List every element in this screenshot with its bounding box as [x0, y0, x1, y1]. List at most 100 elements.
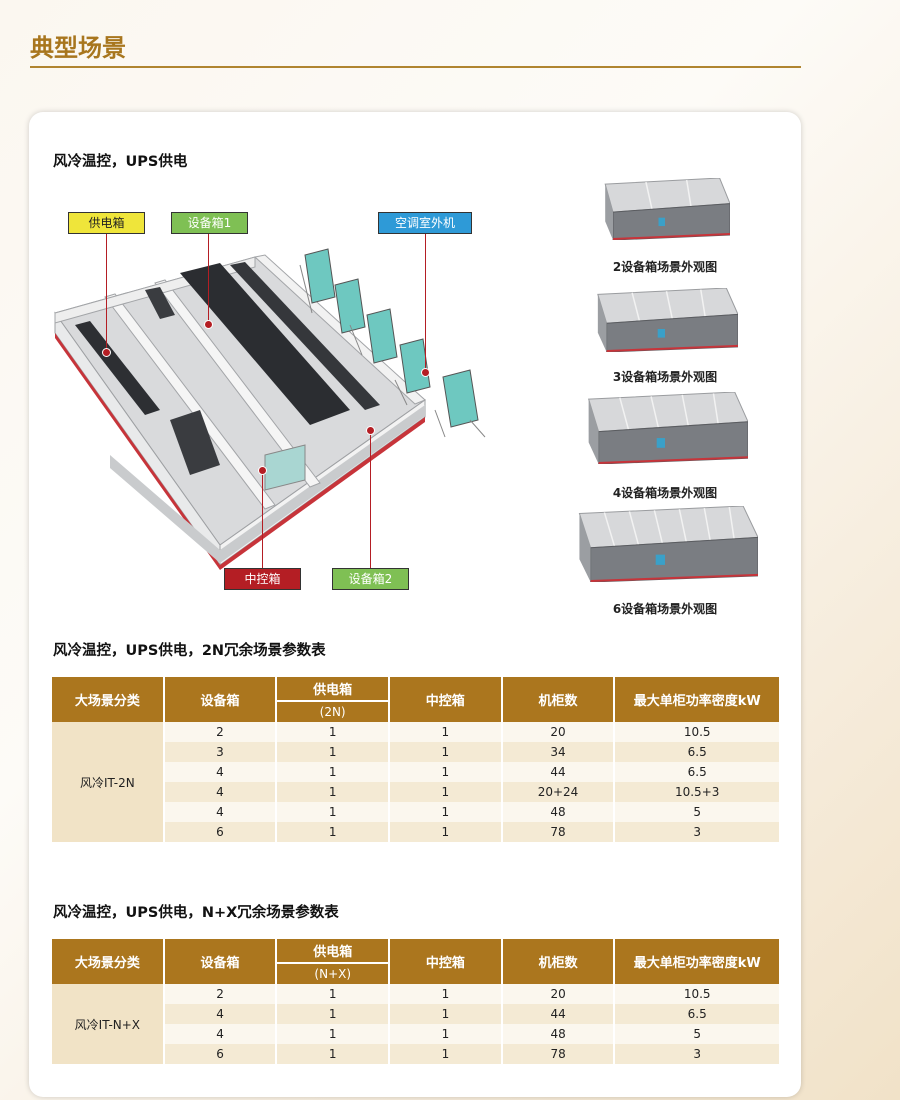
- marker-equipment-box-2: [366, 426, 375, 435]
- table-cell: 1: [389, 722, 501, 742]
- header-power-box: 供电箱: [277, 677, 388, 700]
- header-control-box: 中控箱: [389, 677, 501, 722]
- marker-equipment-box-1: [204, 320, 213, 329]
- table-cell: 3: [164, 742, 276, 762]
- leader-power-box: [106, 232, 107, 352]
- table-cell: 34: [502, 742, 614, 762]
- table-cell: 5: [615, 1024, 779, 1044]
- leader-control-box: [262, 470, 263, 568]
- table-cell: 44: [502, 1004, 614, 1024]
- header-cabinets: 机柜数: [502, 677, 614, 722]
- thumbnail-caption: 4设备箱场景外观图: [612, 486, 718, 500]
- header-control-box: 中控箱: [390, 939, 501, 984]
- header-category: 大场景分类: [52, 939, 163, 984]
- table-cell: 10.5: [615, 984, 779, 1004]
- table-cell: 1: [277, 782, 388, 802]
- label-ac-outdoor-unit: 空调室外机: [378, 212, 472, 234]
- label-equipment-box-1: 设备箱1: [171, 212, 248, 234]
- table-cell: 3: [615, 822, 779, 842]
- header-max-density: 最大单柜功率密度kW: [615, 677, 779, 722]
- params-table-nx: 大场景分类 设备箱 供电箱 中控箱 机柜数 最大单柜功率密度kW (N+X) 风…: [50, 939, 781, 1064]
- cutaway-drawing: [54, 248, 486, 570]
- thumbnail-caption: 2设备箱场景外观图: [612, 260, 718, 274]
- table-cell: 2: [164, 984, 276, 1004]
- table-cell: 1: [277, 1024, 389, 1044]
- table-cell: 1: [277, 742, 388, 762]
- header-power-box-sub: (N+X): [277, 962, 389, 984]
- table-cell: 78: [502, 1044, 614, 1064]
- title-divider: [30, 66, 801, 68]
- table-cell: 1: [389, 762, 501, 782]
- params-table-2n: 大场景分类 设备箱 供电箱 中控箱 机柜数 最大单柜功率密度kW (2N) 风冷…: [50, 677, 781, 842]
- section-heading-2n-table: 风冷温控，UPS供电，2N冗余场景参数表: [53, 643, 326, 659]
- header-power-box-sub: (2N): [277, 700, 388, 722]
- container-exterior-thumbnail: [597, 288, 738, 352]
- header-power-box: 供电箱: [277, 939, 389, 962]
- container-exterior-thumbnail: [587, 392, 748, 464]
- thumbnail-caption: 3设备箱场景外观图: [612, 370, 718, 384]
- table-cell: 1: [277, 1004, 389, 1024]
- category-cell: 风冷IT-N+X: [52, 984, 163, 1064]
- table-cell: 6: [164, 822, 276, 842]
- table-cell: 1: [389, 782, 501, 802]
- table-cell: 6.5: [615, 742, 779, 762]
- header-equipment-box: 设备箱: [164, 677, 276, 722]
- section-heading-scenario: 风冷温控，UPS供电: [53, 154, 188, 170]
- page-title: 典型场景: [30, 34, 126, 62]
- table-cell: 6.5: [615, 762, 779, 782]
- table-cell: 1: [390, 1024, 501, 1044]
- table-cell: 4: [164, 762, 276, 782]
- container-cutaway-illustration: [50, 205, 550, 600]
- table-cell: 1: [277, 802, 388, 822]
- table-cell: 1: [389, 742, 501, 762]
- table-cell: 20: [502, 984, 614, 1004]
- header-max-density: 最大单柜功率密度kW: [615, 939, 779, 984]
- table-cell: 1: [389, 822, 501, 842]
- table-cell: 1: [389, 802, 501, 822]
- leader-equipment-box-1: [208, 232, 209, 324]
- table-cell: 1: [277, 1044, 389, 1064]
- label-control-box: 中控箱: [224, 568, 301, 590]
- table-cell: 4: [164, 802, 276, 822]
- table-cell: 1: [277, 984, 389, 1004]
- content-card: [29, 112, 801, 1097]
- table-cell: 1: [277, 722, 388, 742]
- table-cell: 10.5+3: [615, 782, 779, 802]
- table-cell: 2: [164, 722, 276, 742]
- section-heading-nx-table: 风冷温控，UPS供电，N+X冗余场景参数表: [53, 905, 339, 921]
- table-cell: 48: [502, 1024, 614, 1044]
- table-cell: 4: [164, 1004, 276, 1024]
- thumbnail-caption: 6设备箱场景外观图: [612, 602, 718, 616]
- header-equipment-box: 设备箱: [164, 939, 276, 984]
- table-cell: 44: [502, 762, 614, 782]
- table-cell: 1: [277, 822, 388, 842]
- table-cell: 1: [390, 1004, 501, 1024]
- table-cell: 1: [390, 984, 501, 1004]
- table-cell: 5: [615, 802, 779, 822]
- marker-power-box: [102, 348, 111, 357]
- table-cell: 4: [164, 782, 276, 802]
- marker-ac-outdoor-unit: [421, 368, 430, 377]
- header-cabinets: 机柜数: [502, 939, 614, 984]
- table-cell: 6: [164, 1044, 276, 1064]
- leader-equipment-box-2: [370, 430, 371, 568]
- table-cell: 20+24: [502, 782, 614, 802]
- label-equipment-box-2: 设备箱2: [332, 568, 409, 590]
- table-cell: 48: [502, 802, 614, 822]
- container-exterior-thumbnail: [604, 178, 730, 240]
- container-exterior-thumbnail: [578, 506, 758, 582]
- table-cell: 1: [390, 1044, 501, 1064]
- table-cell: 4: [164, 1024, 276, 1044]
- table-cell: 78: [502, 822, 614, 842]
- table-cell: 1: [277, 762, 388, 782]
- label-power-box: 供电箱: [68, 212, 145, 234]
